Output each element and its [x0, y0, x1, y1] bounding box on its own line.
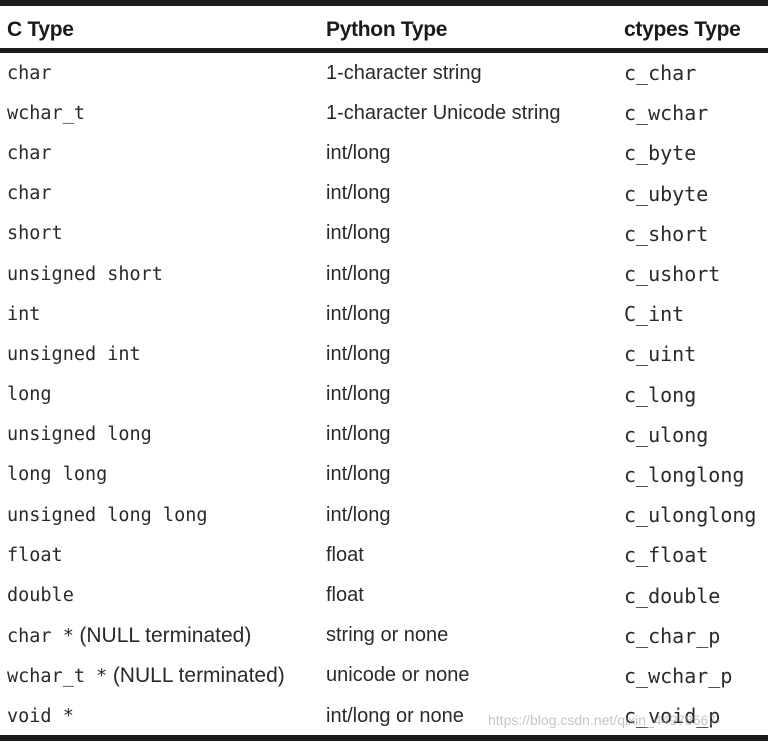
cell-ctypes-type: c_float: [624, 543, 709, 568]
cell-python-type: int/long: [326, 463, 391, 486]
table-bottom-rule: [0, 735, 768, 741]
table-top-rule: [0, 0, 768, 6]
c-type-code: int: [7, 303, 41, 325]
table-row: char int/long c_byte: [0, 133, 768, 173]
c-type-code: char: [7, 183, 52, 205]
cell-ctypes-type: c_wchar: [624, 101, 709, 126]
cell-c-type: unsigned int: [0, 334, 318, 374]
table-row: unsigned short int/long c_ushort: [0, 254, 768, 294]
c-type-code: double: [7, 585, 74, 607]
table-row: char int/long c_ubyte: [0, 174, 768, 214]
c-type-code: unsigned short: [7, 263, 163, 285]
c-type-code: short: [7, 223, 63, 245]
table-row: wchar_t * (NULL terminated) unicode or no…: [0, 656, 768, 696]
table-row: char 1-character string c_char: [0, 53, 768, 93]
table-row: unsigned long long int/long c_ulonglong: [0, 495, 768, 535]
cell-ctypes-type: c_double: [624, 583, 721, 608]
table-row: wchar_t 1-character Unicode string c_wchar: [0, 93, 768, 133]
cell-c-type: wchar_t * (NULL terminated): [0, 656, 318, 696]
cell-c-type: char: [0, 53, 318, 93]
c-type-code: char: [7, 142, 52, 164]
cell-ctypes-type: c_ubyte: [624, 181, 709, 206]
table-header: C Type Python Type ctypes Type: [0, 6, 768, 53]
c-type-code: unsigned long long: [7, 504, 208, 526]
cell-ctypes-type: c_wchar_p: [624, 663, 733, 688]
cell-python-type: int/long: [326, 182, 391, 205]
c-type-code: wchar_t: [7, 102, 85, 124]
cell-c-type: unsigned short: [0, 254, 318, 294]
header-ctypes-type: ctypes Type: [624, 17, 741, 41]
cell-python-type: float: [326, 543, 364, 566]
cell-ctypes-type: c_longlong: [624, 462, 745, 487]
cell-ctypes-type: c_void_p: [624, 704, 721, 729]
table-row: int int/long C_int: [0, 294, 768, 334]
c-type-code: long: [7, 384, 52, 406]
cell-c-type: char * (NULL terminated): [0, 616, 318, 656]
cell-c-type: void *: [0, 696, 318, 736]
cell-python-type: 1-character string: [326, 61, 482, 84]
cell-c-type: unsigned long: [0, 415, 318, 455]
cell-c-type: long: [0, 375, 318, 415]
cell-ctypes-type: c_byte: [624, 141, 697, 166]
cell-ctypes-type: c_char: [624, 61, 697, 86]
watermark-text: https://blog.csdn.net/qixin_44978567: [488, 712, 717, 728]
c-type-code: long long: [7, 464, 108, 486]
cell-c-type: long long: [0, 455, 318, 495]
cell-c-type: short: [0, 214, 318, 254]
table-row: void * int/long or none c_void_p: [0, 696, 768, 736]
cell-ctypes-type: C_int: [624, 302, 685, 327]
cell-c-type: unsigned long long: [0, 495, 318, 535]
cell-ctypes-type: c_ulonglong: [624, 503, 757, 528]
cell-python-type: string or none: [326, 624, 449, 647]
table-row: unsigned long int/long c_ulong: [0, 415, 768, 455]
cell-python-type: int/long: [326, 262, 391, 285]
table-row: char * (NULL terminated) string or none c_…: [0, 616, 768, 656]
header-c-type: C Type: [7, 17, 74, 41]
cell-ctypes-type: c_ushort: [624, 262, 721, 287]
cell-python-type: unicode or none: [326, 664, 470, 687]
c-type-code: float: [7, 544, 63, 566]
ctypes-type-table: C Type Python Type ctypes Type char 1-cha…: [0, 6, 768, 736]
cell-c-type: char: [0, 133, 318, 173]
cell-c-type: char: [0, 174, 318, 214]
cell-c-type: float: [0, 535, 318, 575]
cell-python-type: int/long: [326, 423, 391, 446]
table-row: float float c_float: [0, 535, 768, 575]
cell-ctypes-type: c_long: [624, 382, 697, 407]
table-row: long long int/long c_longlong: [0, 455, 768, 495]
table-row: long int/long c_long: [0, 375, 768, 415]
cell-ctypes-type: c_ulong: [624, 422, 709, 447]
table-body: char 1-character string c_char wchar_t 1-cha…: [0, 53, 768, 736]
c-type-code: void *: [7, 705, 74, 727]
cell-ctypes-type: c_short: [624, 221, 709, 246]
cell-python-type: int/long: [326, 342, 391, 365]
cell-ctypes-type: c_uint: [624, 342, 697, 367]
cell-python-type: int/long: [326, 141, 391, 164]
cell-c-type: double: [0, 575, 318, 615]
cell-c-type: int: [0, 294, 318, 334]
c-type-code: unsigned int: [7, 343, 141, 365]
c-type-code: char: [7, 62, 52, 84]
table-row: short int/long c_short: [0, 214, 768, 254]
c-type-note: (NULL terminated): [112, 663, 285, 687]
table-header-rule: [0, 48, 768, 53]
cell-python-type: int/long: [326, 503, 391, 526]
header-python-type: Python Type: [326, 17, 448, 41]
cell-python-type: int/long or none: [326, 704, 464, 727]
cell-python-type: int/long: [326, 383, 391, 406]
cell-ctypes-type: c_char_p: [624, 623, 721, 648]
table-row: unsigned int int/long c_uint: [0, 334, 768, 374]
c-type-code: unsigned long: [7, 424, 152, 446]
header-row: C Type Python Type ctypes Type: [0, 6, 768, 53]
c-type-code: char *: [7, 625, 74, 647]
cell-python-type: int/long: [326, 302, 391, 325]
c-type-code: wchar_t *: [7, 665, 108, 687]
cell-python-type: 1-character Unicode string: [326, 101, 561, 124]
table-row: double float c_double: [0, 575, 768, 615]
cell-python-type: float: [326, 584, 364, 607]
c-type-note: (NULL terminated): [79, 623, 252, 647]
cell-c-type: wchar_t: [0, 93, 318, 133]
cell-python-type: int/long: [326, 222, 391, 245]
